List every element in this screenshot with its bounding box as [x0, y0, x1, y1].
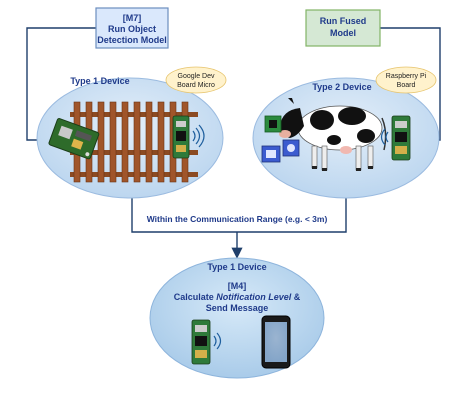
google-board-badge: Google Dev Board Micro: [165, 66, 227, 94]
pcb-board-icon: [191, 319, 211, 365]
m4-line2: Calculate Notification Level &: [174, 292, 301, 302]
wireless-signal-icon: [380, 128, 389, 146]
connector-label-bg: [135, 212, 339, 226]
type1-ellipse: [36, 77, 224, 199]
pcb-board-icon: [48, 118, 100, 160]
cow-image: [279, 98, 387, 171]
bottom-device-group: Type 1 Device [M4] Calculate Notificatio…: [149, 257, 325, 379]
badge-line2: Board: [397, 82, 416, 89]
fused-model-box: Run Fused Model: [305, 9, 381, 47]
sensor-module-icon: [261, 145, 281, 163]
sensor-module-icon: [172, 115, 190, 159]
fused-line2: Model: [330, 28, 356, 38]
wireless-signal-icon: [192, 124, 205, 148]
pcb-board-icon: [391, 115, 411, 161]
m7-object-detection-box: [M7] Run Object Detection Model: [95, 7, 169, 49]
type1-device-group: Type 1 Device Google Dev Board Micro: [36, 66, 227, 199]
sensor-module-icon: [264, 115, 282, 133]
sensor-module-icon: [282, 139, 300, 157]
m7-line1: Run Object: [108, 24, 156, 34]
communication-range-label: Within the Communication Range (e.g. < 3…: [147, 214, 328, 224]
connector-right-down: [237, 198, 347, 233]
m4-tag: [M4]: [228, 281, 247, 291]
fused-line1: Run Fused: [320, 16, 367, 26]
type1-title: Type 1 Device: [70, 76, 129, 86]
smartphone-icon: [261, 315, 291, 369]
m7-line2: Detection Model: [97, 35, 167, 45]
raspberry-pi-badge: Raspberry Pi Board: [375, 66, 437, 94]
type2-device-group: Type 2 Device Raspberry Pi Board: [252, 66, 440, 199]
bottom-title: Type 1 Device: [207, 262, 266, 272]
type2-title: Type 2 Device: [312, 82, 371, 92]
m7-tag: [M7]: [123, 13, 142, 23]
m4-line3: Send Message: [206, 303, 269, 313]
badge-line1: Google Dev: [178, 73, 215, 80]
connector-left-down: [131, 198, 237, 233]
badge-line2: Board Micro: [177, 82, 215, 89]
bottom-ellipse: [149, 257, 325, 379]
wireless-signal-icon: [213, 332, 222, 350]
badge-line1: Raspberry Pi: [386, 73, 427, 80]
